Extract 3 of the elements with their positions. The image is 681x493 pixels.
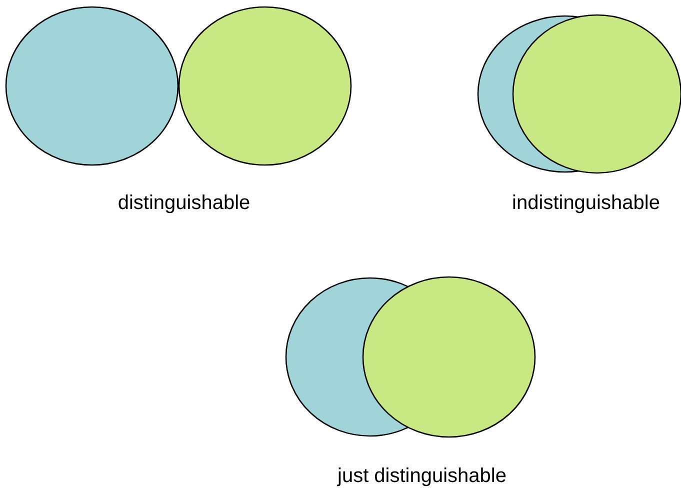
caption: just distinguishable (338, 464, 506, 489)
caption: indistinguishable (512, 191, 660, 216)
caption: distinguishable (118, 191, 250, 216)
